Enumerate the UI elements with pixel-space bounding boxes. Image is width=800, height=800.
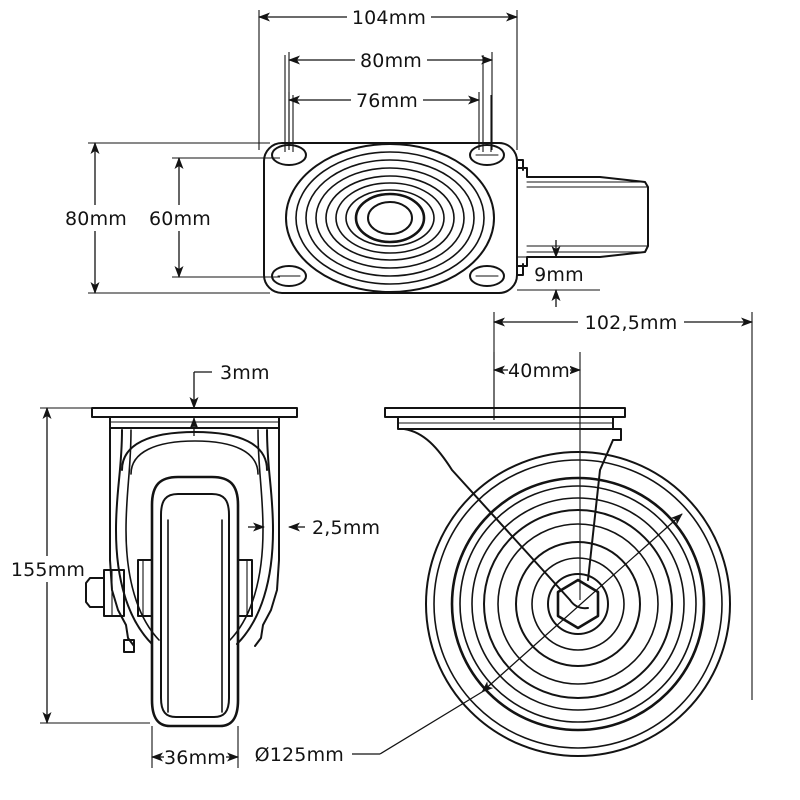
dim-label-36mm: 36mm: [164, 747, 226, 769]
dim-bolt-spacing-inner: 76mm: [288, 88, 480, 150]
dim-label-9mm: 9mm: [534, 264, 584, 286]
dim-fork-wall-thickness: 2,5mm: [248, 517, 380, 539]
mounting-hole-bottom-left: [271, 265, 307, 287]
dim-label-2-5mm: 2,5mm: [312, 517, 380, 539]
dim-swivel-offset-total: 102,5mm: [493, 310, 753, 700]
top-plate-outline: [263, 142, 518, 294]
side-mounting-plate: [384, 407, 626, 441]
dim-plate-width: 80mm: [65, 142, 270, 294]
mounting-hole-bottom-right: [469, 265, 505, 287]
front-wheel: [137, 475, 253, 728]
dim-wheel-width: 36mm: [151, 726, 239, 769]
dim-label-104mm: 104mm: [352, 7, 426, 29]
dim-wheel-diameter: Ø125mm: [255, 513, 683, 766]
front-axle-detail: [85, 569, 135, 653]
top-swivel-extension: [516, 159, 649, 276]
dim-label-80mm-horizontal: 80mm: [360, 50, 422, 72]
mounting-hole-top-right: [469, 144, 505, 166]
front-view: 3mm 155mm: [11, 362, 380, 769]
mounting-hole-top-left: [271, 144, 307, 166]
dim-label-76mm: 76mm: [356, 90, 418, 112]
dim-overall-height: 155mm: [11, 407, 180, 724]
side-wheel: [425, 451, 731, 757]
dim-fork-thickness: 9mm: [517, 240, 600, 307]
dim-label-125mm: Ø125mm: [255, 744, 344, 766]
dim-label-40mm: 40mm: [508, 360, 570, 382]
dim-label-155mm: 155mm: [11, 559, 85, 581]
side-view: 102,5mm 40mm: [255, 310, 753, 766]
front-swivel-fork: [109, 427, 280, 647]
dim-bolt-spacing-width: 60mm: [149, 157, 280, 278]
dim-bolt-spacing-outer: 80mm: [288, 48, 493, 150]
dim-label-102-5mm: 102,5mm: [585, 312, 678, 334]
top-mounting-holes: [271, 144, 505, 287]
dim-label-3mm: 3mm: [220, 362, 270, 384]
top-view: 104mm 80mm 76mm: [65, 5, 649, 307]
dim-label-60mm: 60mm: [149, 208, 211, 230]
dim-label-80mm-vertical: 80mm: [65, 208, 127, 230]
dim-plate-thickness: 3mm: [189, 362, 270, 436]
top-hole-centerlines: [284, 55, 492, 152]
front-mounting-plate: [91, 407, 298, 429]
dim-plate-length: 104mm: [258, 5, 518, 150]
top-raceway-rings: [285, 143, 495, 293]
